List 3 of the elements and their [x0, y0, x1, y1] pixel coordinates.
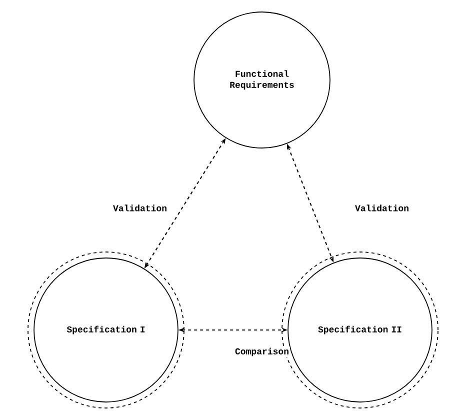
- edge-label: Validation: [354, 204, 410, 212]
- edge-label: Validation: [112, 204, 168, 212]
- edge-label: Comparison: [234, 346, 290, 358]
